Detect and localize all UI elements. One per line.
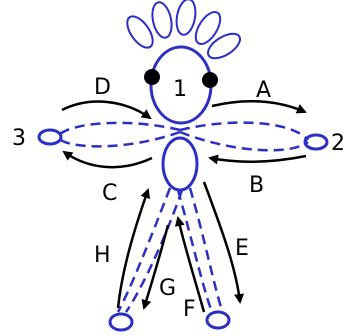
right-arm-upper xyxy=(180,123,308,140)
left-marker-dot xyxy=(144,69,160,85)
arrow-b xyxy=(210,156,306,162)
hair-petal xyxy=(149,1,174,40)
left-arm-upper xyxy=(58,123,180,136)
arrow-a-label: A xyxy=(256,78,271,103)
arrow-d-label: D xyxy=(94,75,111,100)
right-hand xyxy=(305,135,327,149)
hair-petal xyxy=(174,0,198,36)
left-arm-lower xyxy=(58,132,180,146)
right-arm-lower xyxy=(180,132,308,150)
left-hand xyxy=(39,130,61,144)
arrow-b-label: B xyxy=(249,173,264,198)
arrow-f-label: F xyxy=(183,297,196,322)
arrow-h-label: H xyxy=(94,243,111,268)
hair xyxy=(122,0,244,63)
left-hand-label: 3 xyxy=(12,126,26,151)
right-hand-label: 2 xyxy=(331,131,345,156)
right-foot xyxy=(207,312,229,328)
torso xyxy=(163,138,197,190)
arrow-c xyxy=(64,152,152,167)
hair-petal xyxy=(204,29,244,63)
arms xyxy=(58,123,308,151)
arrow-h xyxy=(118,190,148,308)
arrow-c-label: C xyxy=(102,181,117,206)
arrow-g-label: G xyxy=(159,276,176,301)
head-label: 1 xyxy=(173,77,187,102)
left-foot xyxy=(110,314,132,330)
arrow-d xyxy=(62,102,150,118)
right-marker-dot xyxy=(202,72,218,88)
arrow-e-label: E xyxy=(235,236,249,261)
